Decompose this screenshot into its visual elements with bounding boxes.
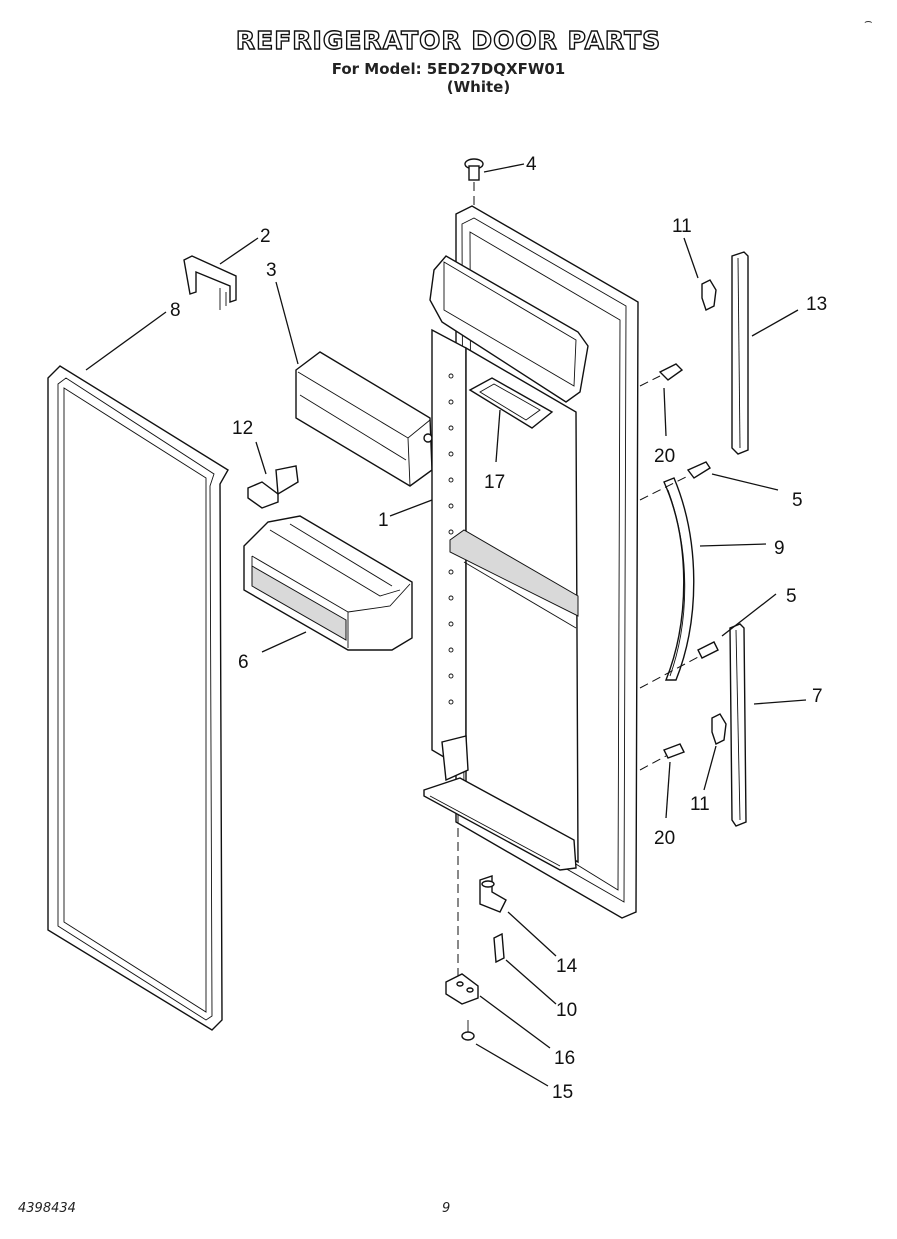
trim-part-13 <box>731 251 749 455</box>
callout-3: 3 <box>266 260 277 281</box>
bracket-part-2 <box>183 255 237 310</box>
screw-part-10 <box>493 932 505 964</box>
callout-15: 15 <box>552 1082 573 1103</box>
callout-5-lower: 5 <box>786 586 797 607</box>
door-part-1 <box>423 205 639 919</box>
plug-part-4 <box>464 158 484 206</box>
clip-part-11-upper <box>701 279 717 311</box>
trim-part-7 <box>729 623 747 827</box>
callout-2: 2 <box>260 226 271 247</box>
callout-6: 6 <box>238 652 249 673</box>
door-bin-part-6 <box>243 515 413 651</box>
clip-part-11-lower <box>711 713 727 745</box>
callout-11-lower: 11 <box>690 794 710 815</box>
page-number: 9 <box>442 1201 451 1216</box>
leader-lines <box>85 163 807 1087</box>
handle-part-9 <box>663 477 695 681</box>
hinge-part-14 <box>479 875 507 913</box>
screw-part-20-upper <box>639 363 684 387</box>
butter-tray-part-17 <box>468 377 554 429</box>
callout-13: 13 <box>806 294 827 315</box>
callout-1: 1 <box>378 510 389 531</box>
callout-17: 17 <box>484 472 505 493</box>
callout-20-lower: 20 <box>654 828 675 849</box>
callout-20-upper: 20 <box>654 446 675 467</box>
model-line: For Model: 5ED27DQXFW01 <box>331 60 566 78</box>
callout-5-upper: 5 <box>792 490 803 511</box>
callout-16: 16 <box>554 1048 575 1069</box>
screw-part-20-lower <box>639 743 685 771</box>
screw-part-15 <box>461 1020 475 1041</box>
door-gasket-part-8 <box>47 365 229 1031</box>
dairy-cover-part-3 <box>295 351 433 487</box>
callout-12: 12 <box>232 418 253 439</box>
document-number: 4398434 <box>18 1201 76 1216</box>
callout-8: 8 <box>170 300 181 321</box>
door-side-holes <box>448 373 454 705</box>
callout-14: 14 <box>556 956 578 977</box>
callout-7: 7 <box>812 686 823 707</box>
color-line: (White) <box>446 78 511 96</box>
callout-4: 4 <box>526 154 537 175</box>
clip-part-12 <box>247 465 299 509</box>
page-title: REFRIGERATOR DOOR PARTS <box>235 25 662 55</box>
hinge-bracket-part-16 <box>445 973 479 1005</box>
callout-11-upper: 11 <box>672 216 692 237</box>
callout-9: 9 <box>774 538 785 559</box>
corner-mark: ⌢ <box>864 13 873 28</box>
screw-part-5-lower <box>639 641 719 689</box>
screw-part-5-upper <box>639 461 711 501</box>
callout-labels: 4 2 3 8 12 1 17 6 11 13 20 5 9 5 7 11 20… <box>170 154 827 1103</box>
callout-10: 10 <box>556 1000 577 1021</box>
